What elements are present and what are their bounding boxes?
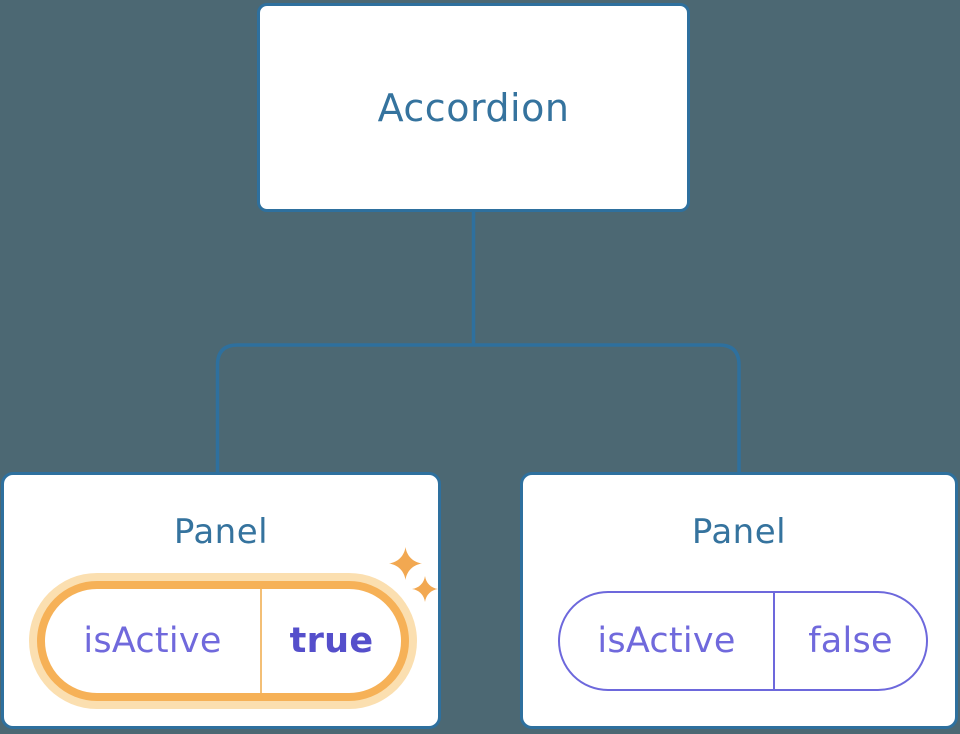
accordion-node-label: Accordion [377,85,570,130]
connector-branch [215,343,741,474]
panel-title: Panel [691,512,787,552]
panel-node-right: Panel isActive false [520,472,958,729]
sparkle-icon-small [412,576,438,602]
state-key-label: isActive [597,621,736,661]
state-pill-inactive: isActive false [558,591,928,691]
accordion-node: Accordion [257,3,690,212]
state-value-label: true [260,589,401,693]
state-value-label: false [773,593,926,689]
panel-title: Panel [173,512,269,552]
state-key-label: isActive [83,621,222,661]
panel-node-left: Panel isActive true [1,472,441,729]
sparkle-icon-large [389,547,422,580]
state-pill-active: isActive true [37,581,409,701]
